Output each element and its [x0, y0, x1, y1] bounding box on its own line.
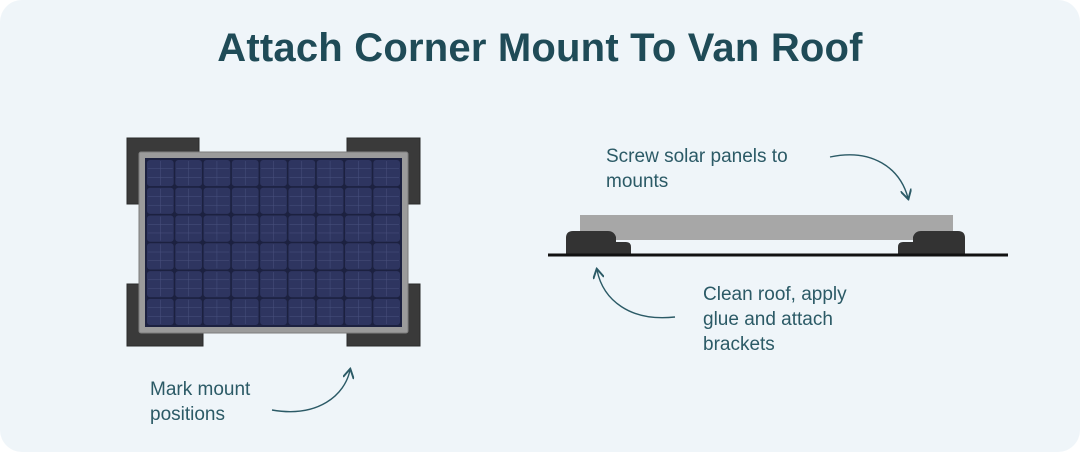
panel-cell-grid: [147, 160, 400, 325]
panel-top-view: [126, 137, 421, 347]
label-line: glue and attach: [703, 309, 833, 330]
label-line: positions: [150, 404, 225, 425]
label-line: Screw solar panels to: [606, 146, 788, 167]
label-mark-mount-positions: Mark mount positions: [150, 377, 250, 427]
side-mount-right: [898, 231, 965, 254]
label-clean-roof: Clean roof, apply glue and attach bracke…: [703, 282, 847, 357]
side-mount-left: [566, 231, 631, 254]
arrow-clean-roof: [597, 270, 676, 319]
page-title: Attach Corner Mount To Van Roof: [217, 26, 863, 70]
panel-side-view: [548, 215, 1008, 257]
label-line: mounts: [606, 171, 669, 192]
label-line: brackets: [703, 334, 775, 355]
panel-side-profile: [580, 215, 953, 240]
label-screw-solar-panels: Screw solar panels to mounts: [606, 144, 788, 194]
label-line: Clean roof, apply: [703, 284, 847, 305]
label-line: Mark mount: [150, 379, 251, 400]
arrow-screw-panels: [829, 154, 908, 198]
arrow-mark-mount: [271, 370, 350, 413]
